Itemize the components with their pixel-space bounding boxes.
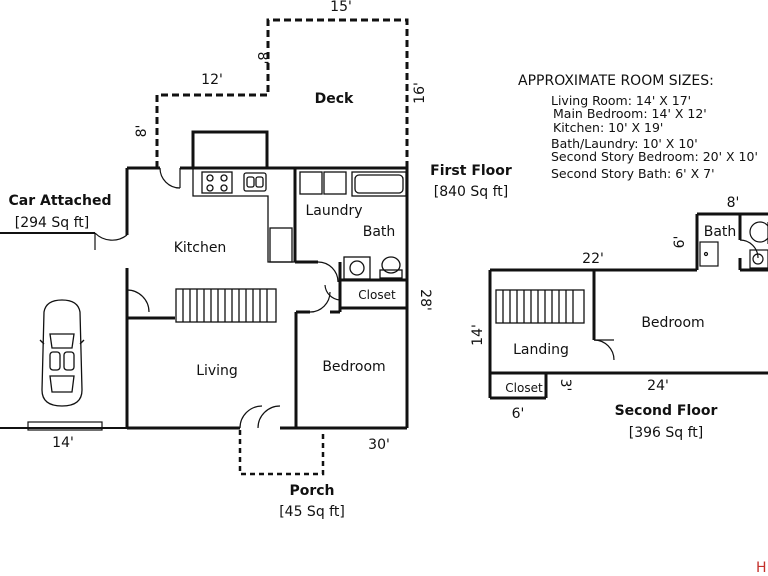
room-label-laundry: Laundry bbox=[305, 203, 362, 219]
deck-outline bbox=[155, 18, 409, 168]
logo-mark: H bbox=[756, 560, 767, 576]
kitchen-counters bbox=[192, 168, 295, 263]
first-floor-stairs bbox=[175, 288, 277, 323]
room-size-line: Second Story Bath: 6' X 7' bbox=[551, 166, 715, 181]
room-label-bedroom: Bedroom bbox=[322, 359, 385, 375]
first-floor-area: [840 Sq ft] bbox=[434, 184, 509, 200]
dim-so-closet-side: 3' bbox=[557, 379, 573, 392]
dim-house-bottom: 30' bbox=[368, 437, 390, 453]
first-floor-walls bbox=[0, 166, 409, 430]
room-label-so-bedroom: Bedroom bbox=[641, 315, 704, 331]
kitchen-bump bbox=[191, 130, 269, 168]
garage-area: [294 Sq ft] bbox=[15, 215, 90, 231]
laundry-fixtures bbox=[299, 171, 407, 280]
room-size-line: Main Bedroom: 14' X 12' bbox=[553, 106, 707, 121]
dim-deck-left-lower: 8' bbox=[134, 125, 150, 138]
room-label-living: Living bbox=[196, 363, 238, 379]
room-size-line: Kitchen: 10' X 19' bbox=[553, 120, 663, 135]
second-floor-title: Second Floor bbox=[615, 403, 718, 419]
dim-deck-mid: 12' bbox=[201, 72, 223, 88]
porch-area: [45 Sq ft] bbox=[279, 504, 345, 520]
porch-title: Porch bbox=[289, 483, 334, 499]
first-floor-title: First Floor bbox=[430, 163, 512, 179]
dim-house-right: 28' bbox=[417, 289, 433, 311]
dim-garage-bottom: 14' bbox=[52, 435, 74, 451]
room-label-so-closet: Closet bbox=[505, 381, 543, 395]
room-size-line: Living Room: 14' X 17' bbox=[551, 93, 691, 108]
room-sizes-heading: APPROXIMATE ROOM SIZES: bbox=[518, 73, 714, 89]
room-label-kitchen: Kitchen bbox=[174, 240, 227, 256]
room-label-bath: Bath bbox=[363, 224, 396, 240]
dim-so-left: 14' bbox=[470, 324, 486, 346]
dim-deck-right: 16' bbox=[412, 82, 428, 104]
second-floor-stairs bbox=[495, 289, 585, 324]
room-label-closet: Closet bbox=[358, 288, 396, 302]
dim-so-top: 22' bbox=[582, 251, 604, 267]
garage-title: Car Attached bbox=[9, 193, 112, 209]
dim-so-bath-side: 6' bbox=[672, 236, 688, 249]
dim-so-closet-bottom: 6' bbox=[512, 406, 525, 422]
second-floor-walls bbox=[488, 212, 768, 400]
first-floor-doors bbox=[94, 167, 341, 429]
room-size-line: Second Story Bedroom: 20' X 10' bbox=[551, 149, 758, 164]
room-label-so-bath: Bath bbox=[704, 224, 737, 240]
room-size-line: Bath/Laundry: 10' X 10' bbox=[551, 136, 698, 151]
dim-deck-top: 15' bbox=[330, 0, 352, 15]
dim-deck-left-upper: 8' bbox=[254, 52, 270, 65]
car-icon bbox=[39, 299, 85, 407]
second-floor-fixtures bbox=[593, 221, 768, 361]
room-label-deck: Deck bbox=[315, 91, 354, 107]
room-label-so-landing: Landing bbox=[513, 342, 569, 358]
dim-so-bottom: 24' bbox=[647, 378, 669, 394]
dim-so-bath-width: 8' bbox=[727, 195, 740, 211]
second-floor-area: [396 Sq ft] bbox=[629, 425, 704, 441]
garage-threshold bbox=[27, 421, 103, 431]
porch-outline bbox=[238, 430, 325, 476]
